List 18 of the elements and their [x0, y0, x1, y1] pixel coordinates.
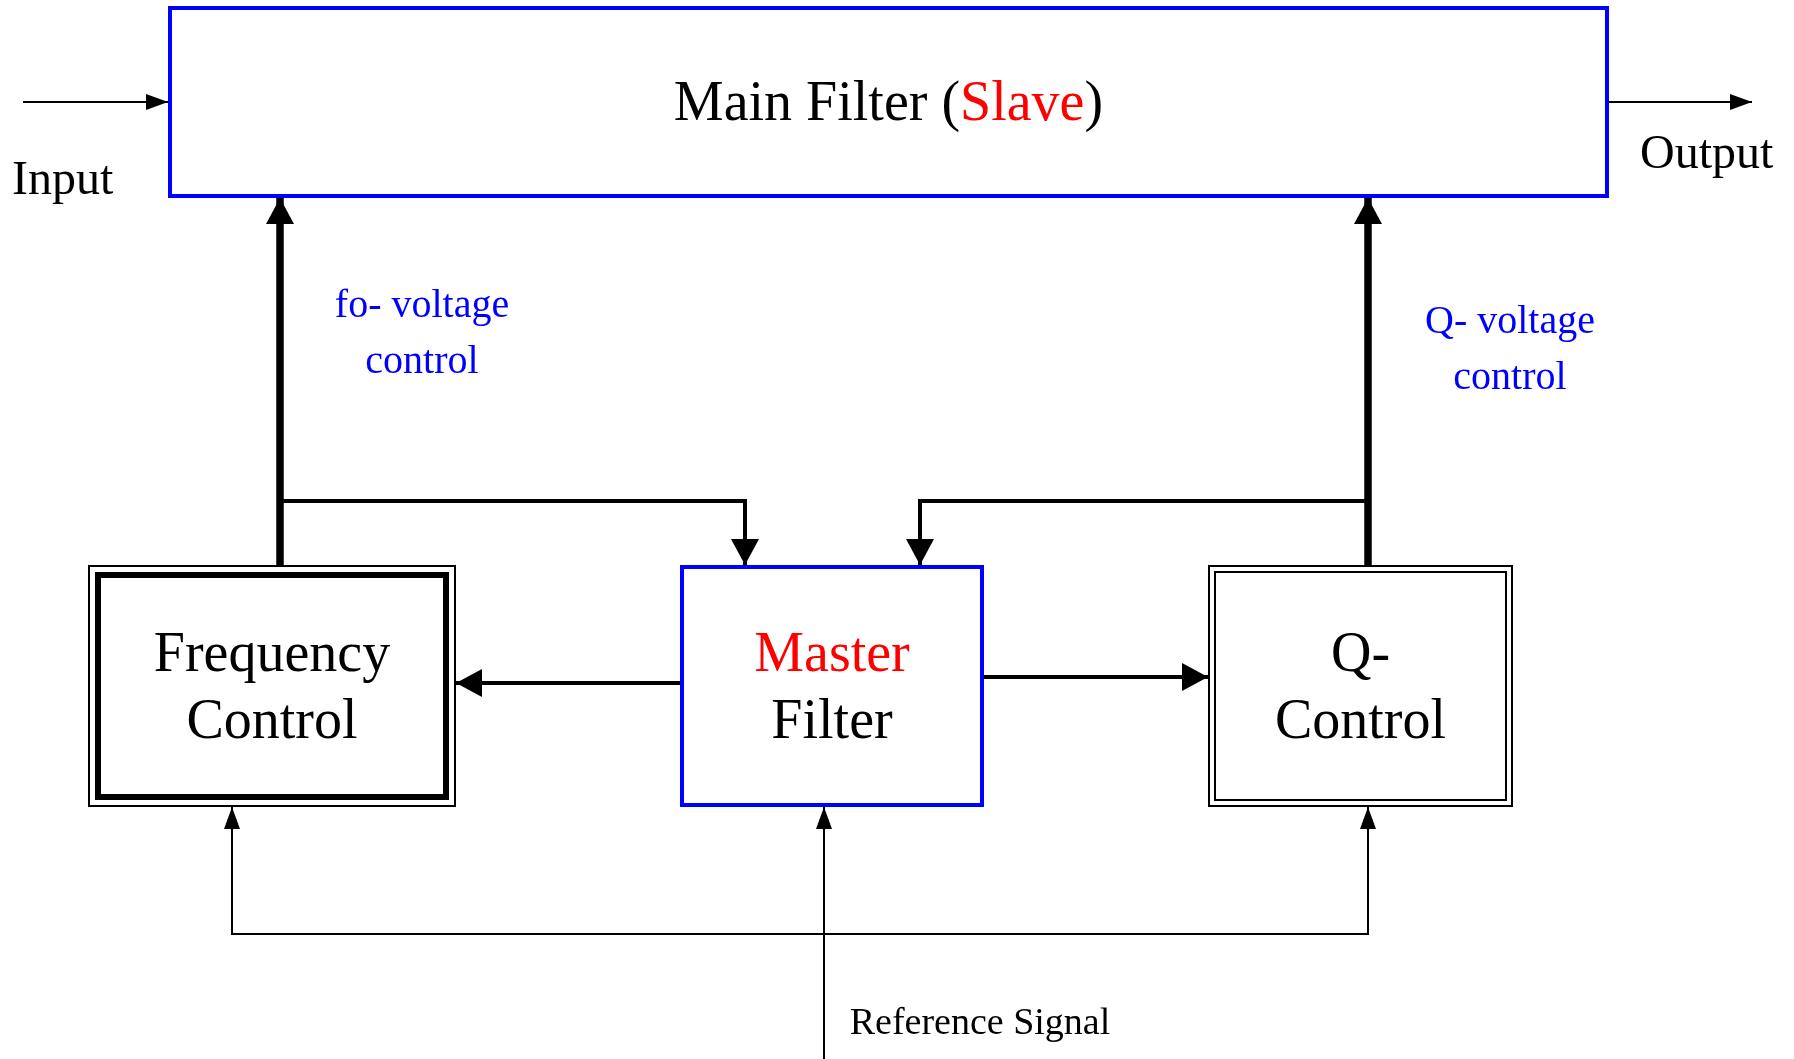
arrow: [1608, 94, 1753, 110]
arrow: [984, 663, 1208, 691]
block-label: Q- Control: [1273, 619, 1448, 752]
arrow: [906, 499, 1370, 565]
edge-label: Output: [1640, 124, 1774, 180]
filter-block: [168, 6, 1609, 198]
block-label: Master Filter: [753, 619, 911, 752]
block-label: Main Filter (Slave): [673, 69, 1104, 135]
arrow: [22, 94, 169, 110]
block-label: Frequency Control: [152, 619, 392, 752]
edge-label: Input: [12, 150, 114, 206]
arrow: [278, 499, 759, 565]
control-block: [1208, 565, 1513, 807]
arrow: [1354, 198, 1382, 565]
arrow: [266, 198, 294, 565]
control-block: [680, 565, 984, 807]
control-block: [88, 565, 456, 807]
arrow: [456, 669, 680, 697]
